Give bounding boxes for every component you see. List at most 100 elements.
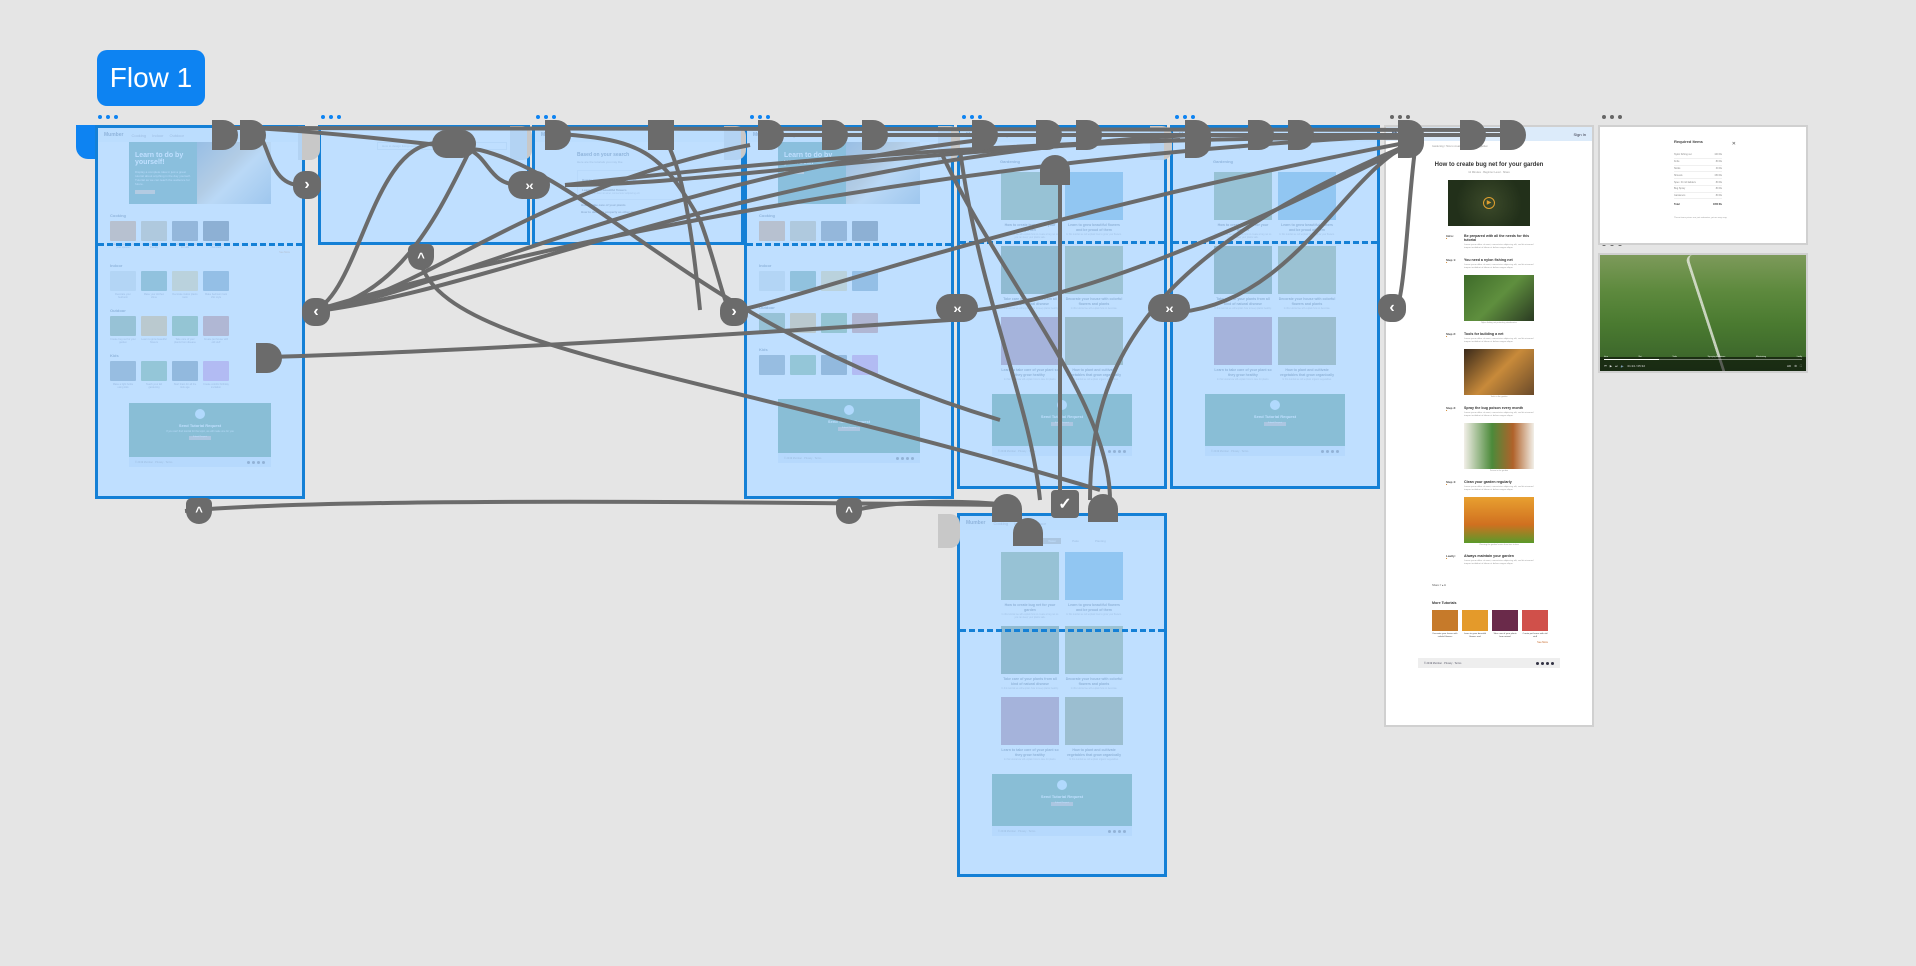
swap-navigation-button[interactable]: ›‹: [1148, 294, 1190, 322]
swap-navigation-button[interactable]: ›‹: [936, 294, 978, 322]
tutorial-thumb[interactable]: [141, 221, 167, 241]
video-chapter[interactable]: Maintaining: [1755, 356, 1767, 358]
hotspot-handle[interactable]: [648, 120, 674, 150]
tutorial-thumb[interactable]: [203, 221, 229, 241]
hotspot-handle[interactable]: [432, 130, 476, 158]
quality-button[interactable]: HD: [1786, 364, 1792, 368]
site-logo[interactable]: Mumber: [104, 132, 124, 138]
flow-start-badge[interactable]: Flow 1: [97, 50, 205, 106]
social-icon[interactable]: [1336, 449, 1339, 453]
tutorial-thumb[interactable]: [172, 316, 198, 336]
tutorial-card[interactable]: Decorate your house with colorful flower…: [1278, 246, 1336, 311]
frame-start-tab[interactable]: [724, 126, 746, 160]
settings-icon[interactable]: ⚙: [1794, 364, 1797, 368]
previous-icon[interactable]: ⏮: [1604, 364, 1607, 368]
close-icon[interactable]: ✕: [1731, 141, 1736, 147]
tutorial-card[interactable]: Learn to take care of your plant so they…: [1214, 317, 1272, 382]
social-icon[interactable]: [1113, 449, 1116, 453]
tutorial-thumb[interactable]: [821, 355, 847, 375]
nav-link-indoor[interactable]: Indoor: [152, 132, 164, 138]
tutorial-thumb[interactable]: [203, 271, 229, 291]
frame-start-tab[interactable]: [1150, 126, 1172, 160]
tutorial-card[interactable]: Decorate your house with colorful flower…: [1065, 626, 1123, 691]
video-chapter[interactable]: Lastly: [1796, 356, 1802, 358]
tutorial-thumb[interactable]: [141, 316, 167, 336]
nav-link-indoor[interactable]: Indoor: [1227, 132, 1239, 138]
hero-explore-button[interactable]: [135, 190, 155, 194]
nav-link-cooking[interactable]: Cooking: [131, 132, 147, 138]
tutorial-card[interactable]: Learn to take care of your plant so they…: [1001, 317, 1059, 382]
article-video[interactable]: ▶: [1448, 180, 1530, 226]
tutorial-thumb[interactable]: [790, 355, 816, 375]
social-icon[interactable]: [1321, 449, 1324, 453]
social-icon[interactable]: [262, 460, 265, 464]
share-icons[interactable]: f ● ◘: [1440, 584, 1446, 587]
social-icon[interactable]: [1536, 661, 1539, 665]
frame-menu-dots[interactable]: [962, 115, 982, 119]
video-chapter[interactable]: Intro: [1604, 356, 1609, 358]
frame-search[interactable]: How to design living room: [318, 125, 530, 245]
fullscreen-icon[interactable]: ⛶: [1799, 364, 1802, 368]
hotspot-handle[interactable]: [1040, 155, 1070, 185]
nav-link-outdoor[interactable]: Outdoor: [169, 132, 184, 138]
video-chapter[interactable]: Tools: [1672, 356, 1677, 358]
swap-navigation-button[interactable]: ›‹: [508, 171, 550, 199]
submit-request-button[interactable]: Submit Request: [1051, 422, 1073, 426]
navigate-forward-button[interactable]: ›: [720, 298, 748, 326]
tutorial-card[interactable]: Learn to grow beautiful flowers and be p…: [1278, 172, 1336, 240]
video-progress[interactable]: [1604, 359, 1802, 360]
more-tutorial-card[interactable]: Decorate your house with colorful flower…: [1432, 610, 1458, 639]
tutorial-thumb[interactable]: [759, 313, 785, 333]
nav-link-indoor[interactable]: Indoor: [1014, 132, 1026, 138]
tutorial-thumb[interactable]: [110, 361, 136, 381]
submit-request-button[interactable]: Submit Request: [189, 436, 211, 440]
tutorial-thumb[interactable]: [790, 221, 816, 241]
category-tab[interactable]: Water: [1043, 538, 1062, 544]
scroll-up-button[interactable]: ^: [836, 498, 862, 524]
frame-category-water[interactable]: MumberCookingIndoorOutdoorGardeningWater…: [957, 513, 1167, 877]
sign-in-link[interactable]: Sign In: [1573, 131, 1586, 137]
tutorial-card[interactable]: Take care of your plants from all kind o…: [1001, 626, 1059, 691]
more-tutorial-card[interactable]: Take care of your plants from animal: [1492, 610, 1518, 639]
see-more-link[interactable]: See More: [279, 251, 290, 254]
more-tutorial-card[interactable]: Learn to grow beautiful flowers and: [1462, 610, 1488, 639]
social-icon[interactable]: [1551, 661, 1554, 665]
tutorial-thumb[interactable]: [203, 361, 229, 381]
submit-request-button[interactable]: Submit Request: [838, 427, 860, 431]
category-tab[interactable]: Planting: [1094, 539, 1106, 543]
tutorial-thumb[interactable]: [759, 355, 785, 375]
social-icon[interactable]: [1123, 449, 1126, 453]
tutorial-thumb[interactable]: [172, 361, 198, 381]
tutorial-card[interactable]: Decorate your house with colorful flower…: [1065, 246, 1123, 311]
tutorial-card[interactable]: Take care of your plants from all kind o…: [1001, 246, 1059, 311]
social-icon[interactable]: [1118, 449, 1121, 453]
social-icon[interactable]: [1123, 829, 1126, 833]
frame-start-tab[interactable]: [510, 126, 532, 160]
tutorial-card[interactable]: Learn to grow beautiful flowers and be p…: [1065, 172, 1123, 240]
tutorial-thumb[interactable]: [141, 271, 167, 291]
tutorial-thumb[interactable]: [790, 271, 816, 291]
tutorial-thumb[interactable]: [821, 271, 847, 291]
tutorial-thumb[interactable]: [790, 313, 816, 333]
tutorial-thumb[interactable]: [852, 271, 878, 291]
frame-start-tab[interactable]: [298, 126, 320, 160]
scroll-up-button[interactable]: ^: [408, 244, 434, 270]
social-icon[interactable]: [1108, 829, 1111, 833]
next-icon[interactable]: ⏭: [1615, 364, 1618, 368]
video-chapter[interactable]: Spraying the poison: [1707, 356, 1726, 358]
result-item[interactable]: How to decorate property as other places: [581, 210, 641, 214]
tutorial-card[interactable]: How to plant and cultivate vegetables th…: [1065, 317, 1123, 382]
navigate-back-button[interactable]: ‹: [1378, 294, 1406, 322]
frame-menu-dots[interactable]: [1390, 115, 1410, 119]
frame-home[interactable]: Mumber Cooking Indoor Outdoor Learn to d…: [95, 125, 305, 499]
tutorial-card[interactable]: How to plant and cultivate vegetables th…: [1278, 317, 1336, 382]
tutorial-thumb[interactable]: [759, 221, 785, 241]
tutorial-thumb[interactable]: [203, 316, 229, 336]
social-icon[interactable]: [1113, 829, 1116, 833]
play-icon[interactable]: ▶: [1609, 364, 1613, 368]
social-icon[interactable]: [896, 456, 899, 460]
scroll-up-button[interactable]: ^: [186, 498, 212, 524]
navigate-back-button[interactable]: ‹: [302, 298, 330, 326]
tutorial-thumb[interactable]: [110, 221, 136, 241]
